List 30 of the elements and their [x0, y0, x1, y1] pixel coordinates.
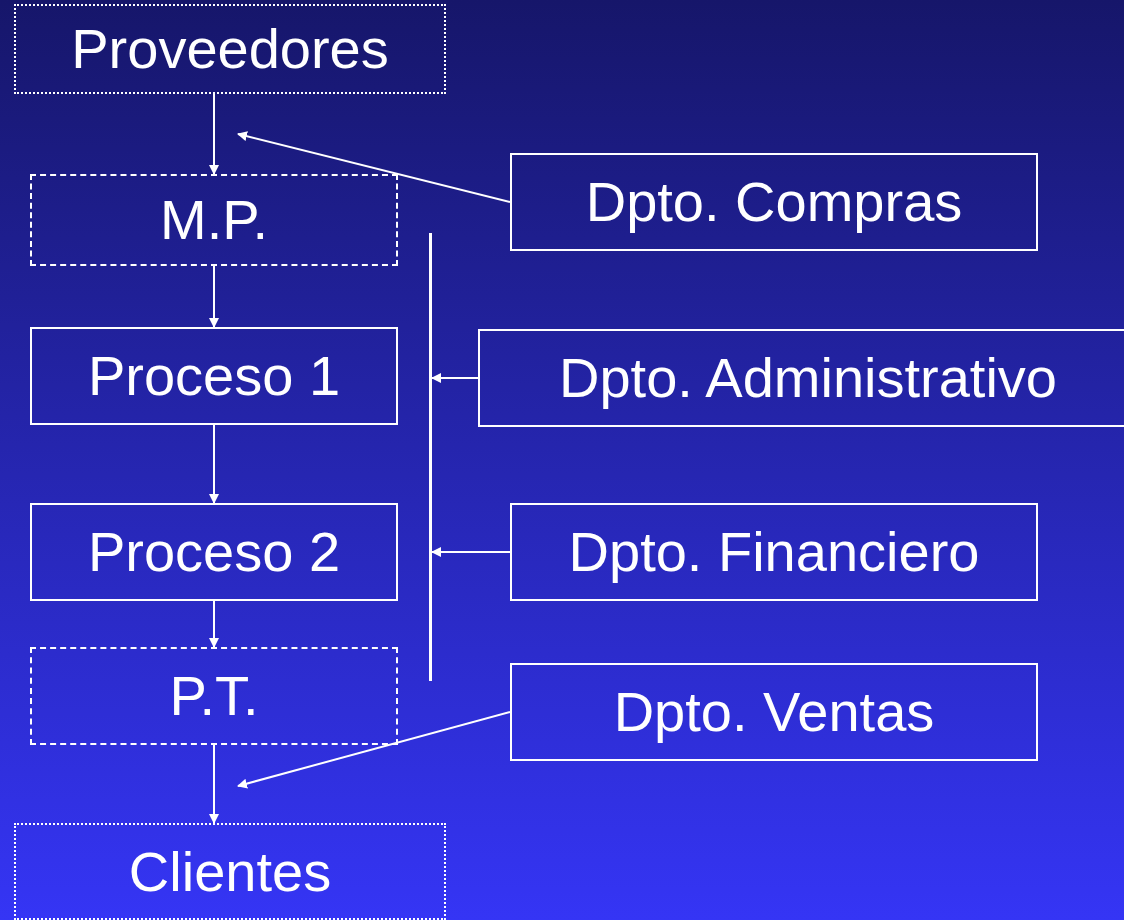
- process-box: [30, 327, 398, 425]
- node-label: Clientes: [128, 840, 332, 903]
- node-label: Proceso 1: [87, 345, 341, 407]
- process-box: [478, 329, 1124, 427]
- node-label: Dpto. Ventas: [613, 681, 935, 743]
- arrow: [209, 265, 219, 328]
- stage-box: [14, 4, 446, 94]
- arrow: [209, 744, 219, 824]
- arrow: [237, 711, 511, 789]
- arrow: [431, 373, 479, 383]
- node-label: Dpto. Compras: [585, 171, 963, 233]
- node-label: Proceso 2: [87, 521, 341, 583]
- vertical-bar: [429, 233, 432, 681]
- process-box: [30, 503, 398, 601]
- node-label: Proveedores: [71, 18, 389, 80]
- process-box: [510, 503, 1038, 601]
- arrow: [209, 600, 219, 648]
- process-box: [510, 153, 1038, 251]
- process-box: [510, 663, 1038, 761]
- arrow: [237, 131, 511, 203]
- node-label: Dpto. Administrativo: [559, 347, 1057, 409]
- node-label: Dpto. Financiero: [568, 521, 980, 583]
- arrow: [209, 93, 219, 175]
- arrow: [209, 424, 219, 504]
- node-label: M.P.: [160, 189, 268, 251]
- stage-box: [30, 174, 398, 266]
- stage-box: [14, 823, 446, 920]
- stage-box: [30, 647, 398, 745]
- arrow: [431, 547, 511, 557]
- node-label: P.T.: [169, 665, 259, 727]
